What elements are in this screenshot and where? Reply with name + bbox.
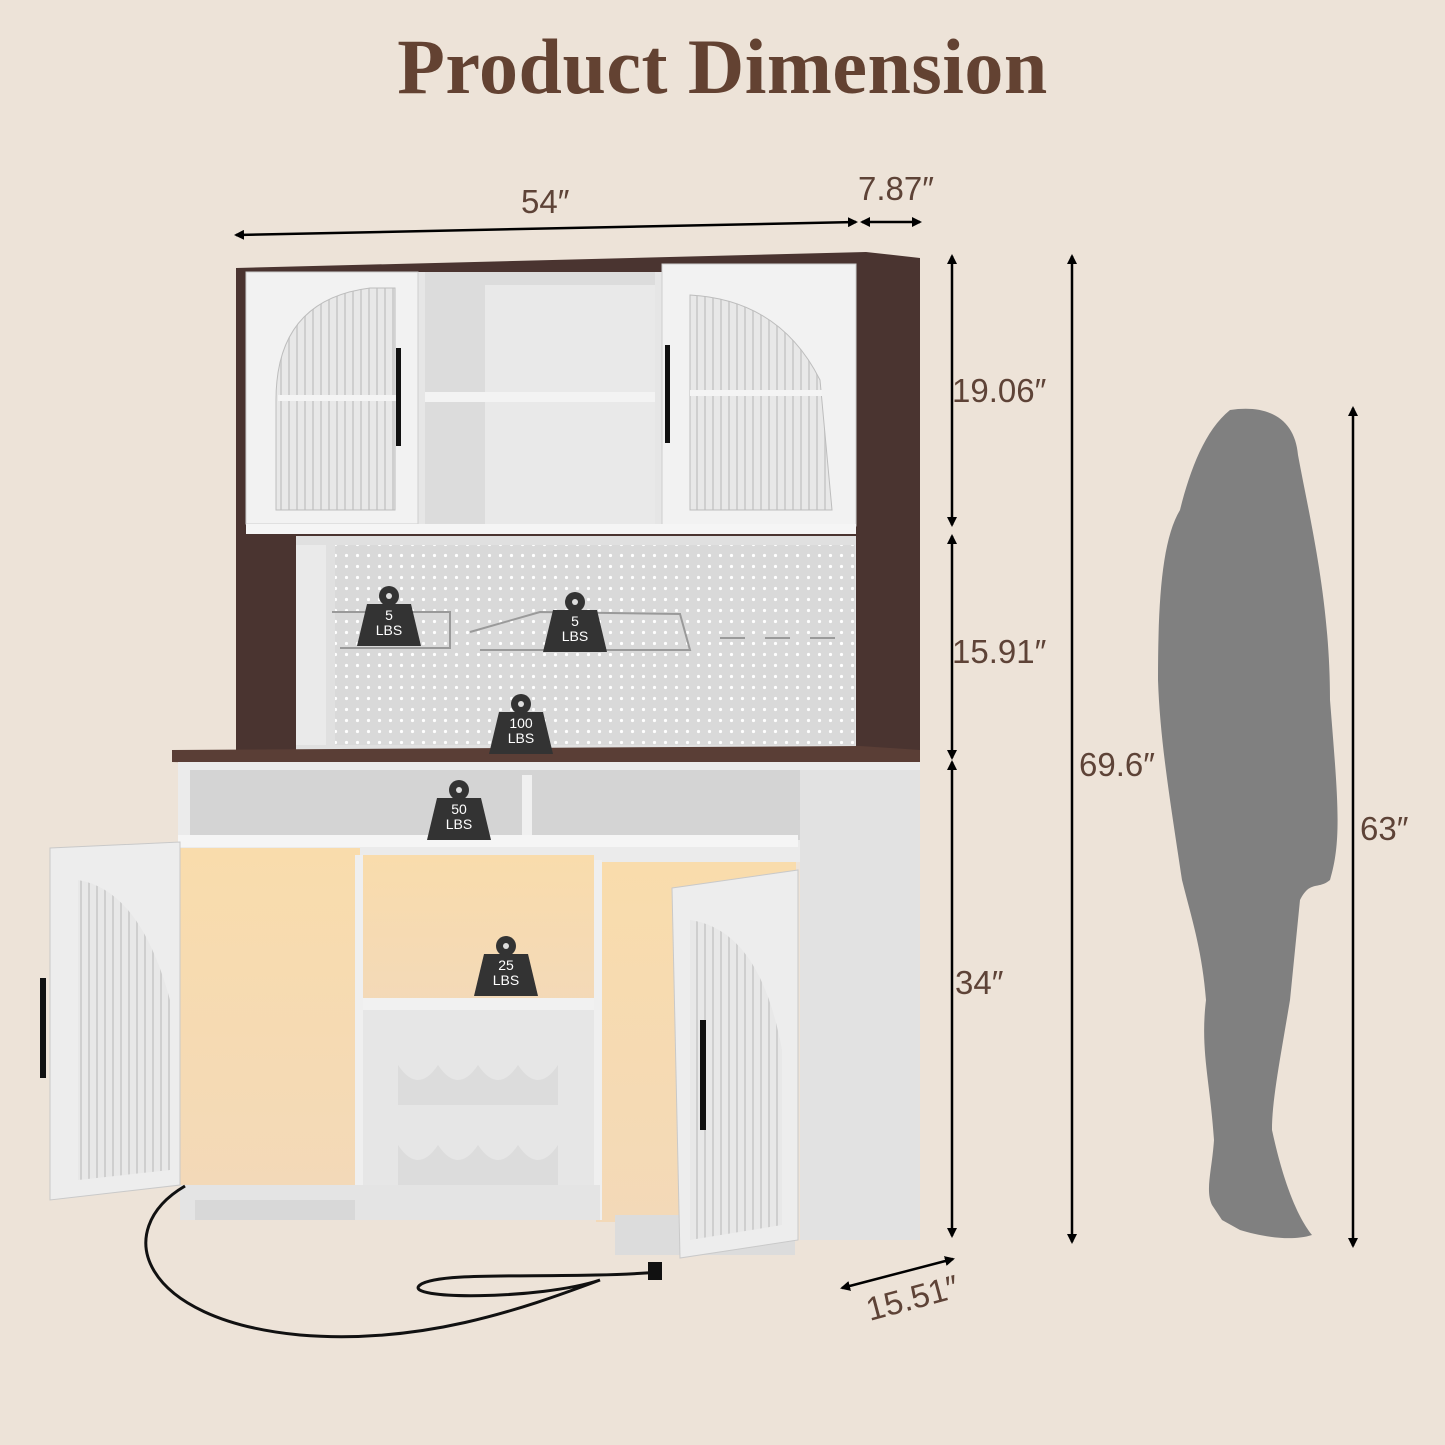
page-title: Product Dimension <box>397 23 1048 110</box>
pegboard-height-label: 15.91″ <box>952 633 1047 670</box>
base-height-label: 34″ <box>955 964 1004 1001</box>
weight-icon <box>357 586 421 646</box>
person-height-label: 63″ <box>1360 810 1409 847</box>
width-label: 54″ <box>521 183 570 220</box>
person-silhouette <box>1158 408 1338 1239</box>
hutch-depth-label: 7.87″ <box>858 170 934 207</box>
weight-icon <box>427 780 491 840</box>
upper-cabinet-height-label: 19.06″ <box>952 372 1047 409</box>
power-cord <box>144 1184 661 1339</box>
hutch <box>172 252 920 776</box>
weight-icon <box>489 694 553 754</box>
weight-icon <box>474 936 538 996</box>
total-height-label: 69.6″ <box>1079 746 1155 783</box>
base-cabinet <box>40 762 920 1259</box>
dimension-arrows <box>234 217 1358 1291</box>
weight-icon <box>543 592 607 652</box>
